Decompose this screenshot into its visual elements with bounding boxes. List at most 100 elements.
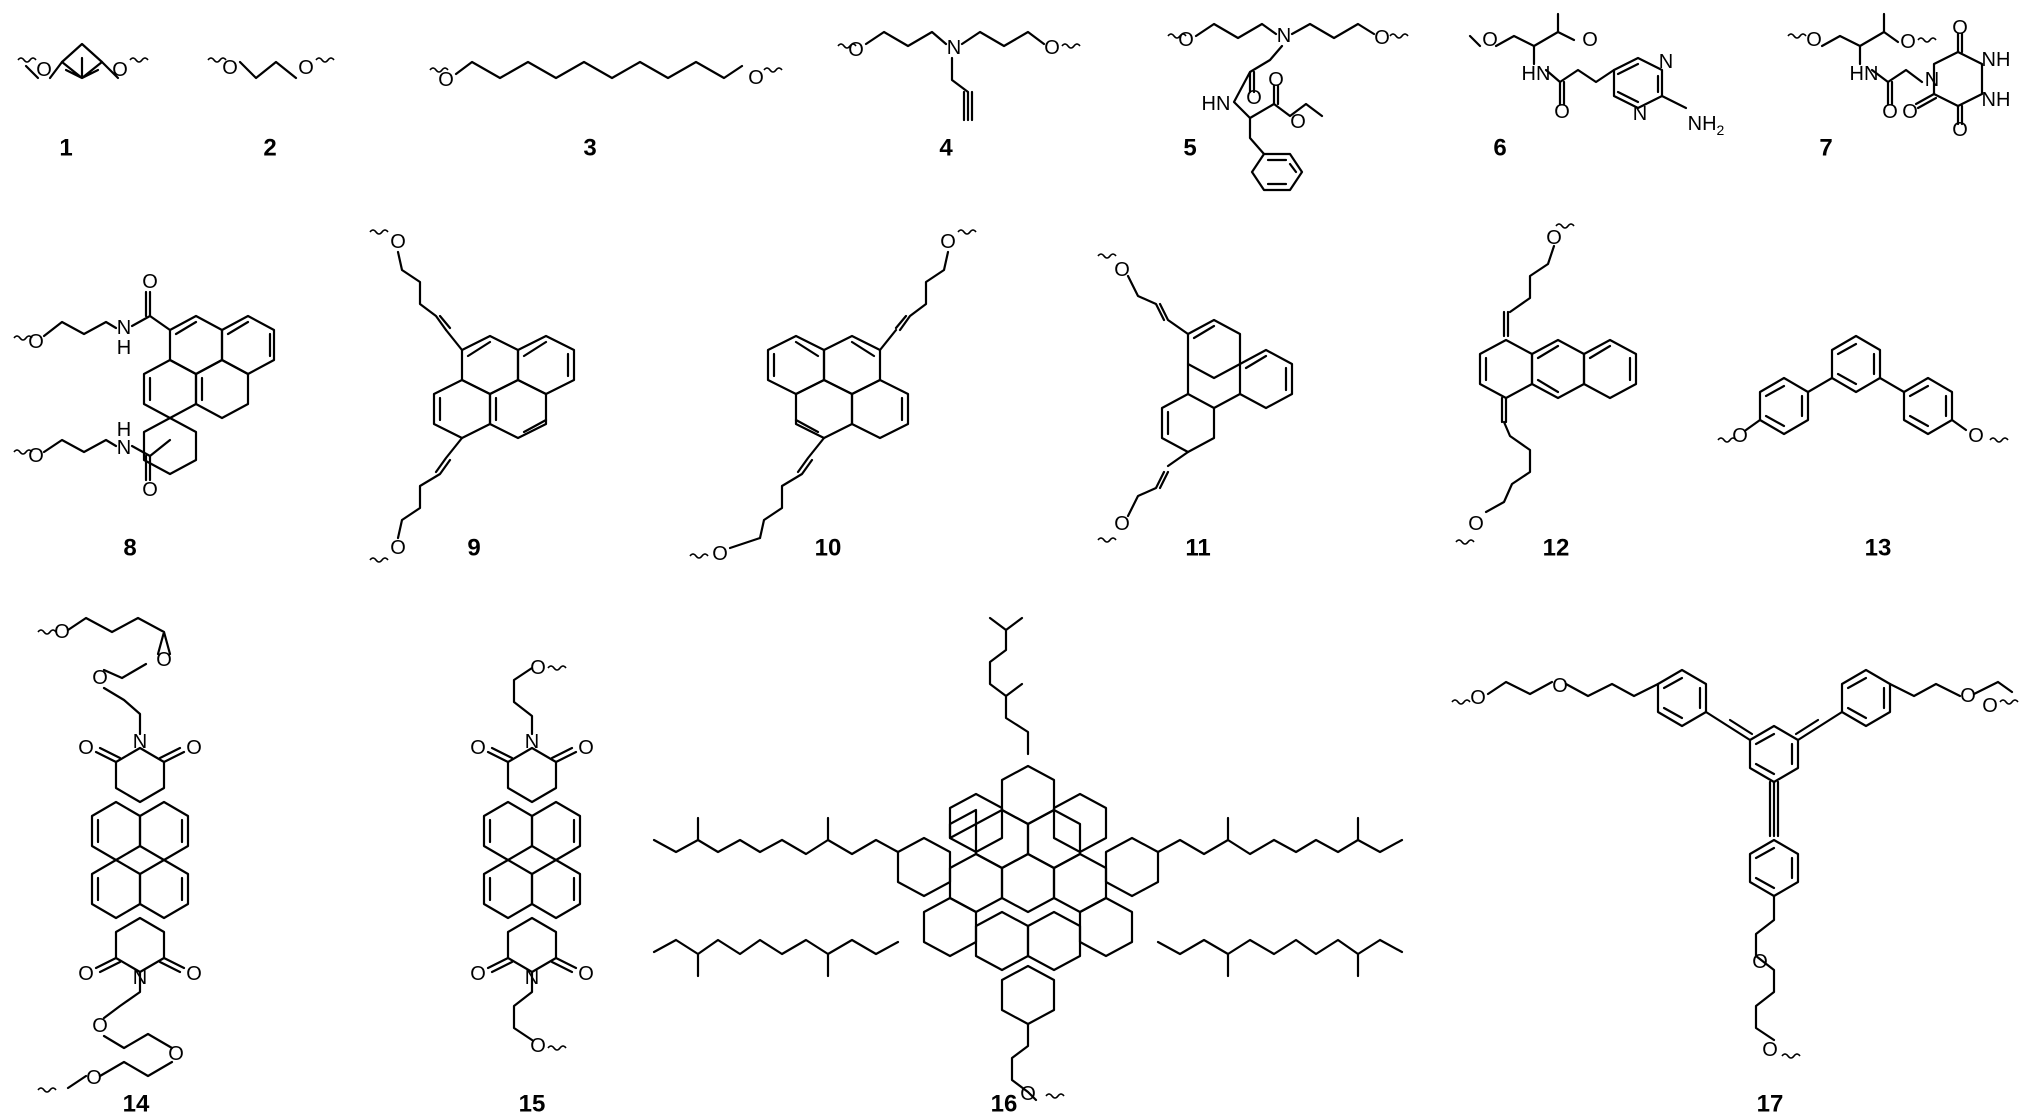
atom-o: O (712, 543, 728, 565)
structure-13: O O (1717, 334, 2009, 447)
atom-o: O (1968, 425, 1984, 447)
atom-o: O (438, 69, 454, 91)
compound-number: 7 (1819, 135, 1832, 162)
atom-n: N (1277, 25, 1291, 47)
atom-o: O (78, 737, 94, 759)
atom-o: O (1806, 29, 1822, 51)
atom-o: O (1020, 1083, 1036, 1105)
atom-o: O (186, 963, 202, 985)
atom-o: O (1044, 37, 1060, 59)
atom-o: O (390, 537, 406, 559)
atom-o: O (1882, 101, 1898, 123)
atom-o: O (1374, 27, 1390, 49)
atom-o: O (1902, 101, 1918, 123)
compound-number: 17 (1757, 1091, 1784, 1115)
atom-o: O (1178, 29, 1194, 51)
compound-number: 14 (123, 1091, 150, 1115)
atom-n: N (117, 317, 131, 339)
atom-n: N (133, 967, 147, 989)
atom-o: O (578, 737, 594, 759)
atom-o: O (1290, 111, 1306, 133)
atom-o: O (92, 1015, 108, 1037)
atom-o: O (1900, 31, 1916, 53)
atom-o: O (1554, 101, 1570, 123)
structure-10: O O (689, 229, 977, 565)
compound-number: 5 (1183, 135, 1196, 162)
compound-number: 12 (1543, 535, 1570, 562)
atom-o: O (156, 649, 172, 671)
atom-n: N (1633, 103, 1647, 125)
structure-5: O N O O HN O O (1167, 22, 1409, 192)
atom-o: O (1732, 425, 1748, 447)
atom-o: O (298, 57, 314, 79)
structure-3: O O (429, 60, 783, 91)
atom-o: O (86, 1067, 102, 1089)
atom-o: O (1582, 29, 1598, 51)
atom-o: O (92, 667, 108, 689)
structure-8: O N H O O N H O (13, 271, 276, 501)
atom-n: N (947, 37, 961, 59)
structure-17: O O O O O O (1451, 668, 2019, 1061)
compound-number: 8 (123, 535, 136, 562)
compound-number: 2 (263, 135, 276, 162)
structure-2: O O (207, 57, 335, 80)
atom-nh: NH (1982, 89, 2011, 111)
structure-4: O N O (837, 30, 1081, 122)
atom-o: O (222, 57, 238, 79)
atom-o: O (1762, 1039, 1778, 1061)
atom-nh: HN (1522, 63, 1551, 85)
atom-o: O (390, 231, 406, 253)
compound-number: 1 (59, 135, 72, 162)
atom-o: O (1114, 259, 1130, 281)
atom-o: O (1470, 687, 1486, 709)
atom-o: O (1114, 513, 1130, 535)
atom-o: O (142, 479, 158, 501)
atom-nh2: NH2 (1688, 113, 1725, 138)
atom-o: O (1960, 685, 1976, 707)
compound-number: 11 (1185, 535, 1210, 562)
structure-6: O O HN O N N NH2 (1468, 12, 1725, 138)
atom-nh: NH (1982, 49, 2011, 71)
structure-16: O (652, 616, 1404, 1105)
compound-number: 10 (815, 535, 842, 562)
atom-o: O (530, 657, 546, 679)
atom-nh: HN (1850, 63, 1879, 85)
atom-n: N (117, 437, 131, 459)
atom-o: O (578, 963, 594, 985)
atom-o: O (142, 271, 158, 293)
atom-o: O (28, 331, 44, 353)
atom-o: O (1482, 29, 1498, 51)
atom-o: O (54, 621, 70, 643)
structure-14: O O O N O O O O N O O O (37, 616, 202, 1093)
atom-o: O (168, 1043, 184, 1065)
compound-number: 16 (991, 1091, 1018, 1115)
atom-o: O (470, 963, 486, 985)
atom-n: N (133, 731, 147, 753)
structure-15: O N O O O O N O (470, 657, 594, 1057)
atom-o: O (530, 1035, 546, 1057)
structure-7: O O HN O N O NH NH O O (1787, 12, 2011, 141)
atom-o: O (1468, 513, 1484, 535)
atom-o: O (1546, 227, 1562, 249)
compound-number: 3 (583, 135, 596, 162)
atom-o: O (36, 59, 52, 81)
atom-h: H (117, 337, 131, 359)
atom-o: O (1552, 675, 1568, 697)
structure-1: O O (17, 42, 149, 81)
compound-number: 15 (519, 1091, 546, 1115)
atom-o: O (940, 231, 956, 253)
atom-o: O (748, 67, 764, 89)
atom-o: O (78, 963, 94, 985)
atom-n: N (1925, 69, 1939, 91)
atom-nh: HN (1202, 93, 1231, 115)
atom-n: N (1659, 51, 1673, 73)
atom-o: O (1982, 695, 1998, 717)
atom-o: O (1246, 87, 1262, 109)
atom-o: O (1268, 69, 1284, 91)
atom-n: N (525, 731, 539, 753)
atom-o: O (186, 737, 202, 759)
compound-number: 4 (939, 135, 953, 162)
atom-h: H (117, 419, 131, 441)
